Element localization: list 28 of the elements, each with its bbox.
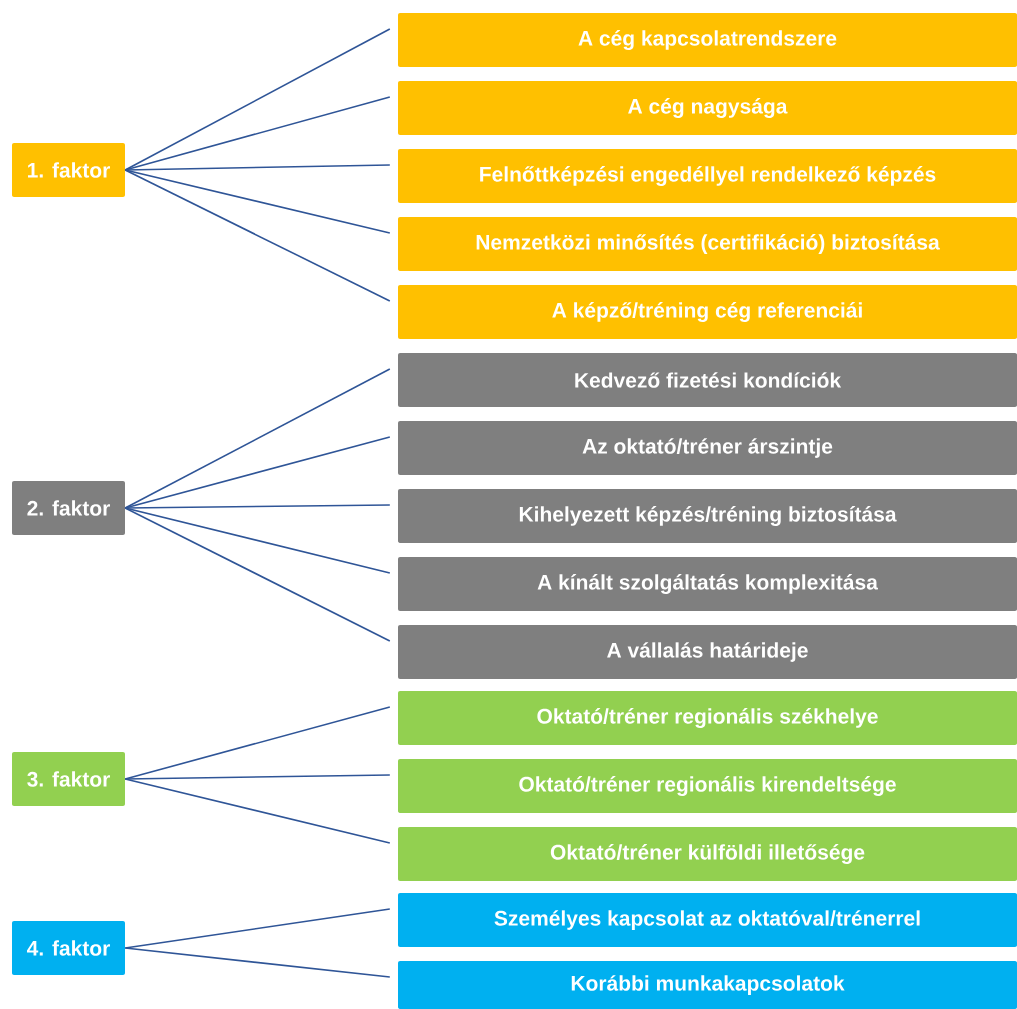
criterion-box: A cég nagysága [398,81,1017,135]
criterion-box: A képző/tréning cég referenciái [398,285,1017,339]
criterion-box: Korábbi munkakapcsolatok [398,961,1017,1009]
connector-line [124,169,391,234]
factor-box: 4. faktor [12,921,125,975]
connector-line [124,778,391,844]
connector-line [124,947,391,978]
criterion-box: Az oktató/tréner árszintje [398,421,1017,475]
criterion-box: Oktató/tréner külföldi illetősége [398,827,1017,881]
connector-line [124,507,391,642]
criterion-box: Oktató/tréner regionális székhelye [398,691,1017,745]
criterion-box: Oktató/tréner regionális kirendeltsége [398,759,1017,813]
connector-line [124,28,391,171]
criterion-box: Személyes kapcsolat az oktatóval/trénerrel [398,893,1017,947]
criterion-box: Kihelyezett képzés/tréning biztosítása [398,489,1017,543]
connector-line [124,507,391,574]
factor-box: 1. faktor [12,143,125,197]
criterion-box: A cég kapcsolatrendszere [398,13,1017,67]
criterion-box: A vállalás határideje [398,625,1017,679]
connector-line [124,774,391,780]
criterion-box: A kínált szolgáltatás komplexitása [398,557,1017,611]
criterion-box: Nemzetközi minősítés (certifikáció) biztosítása [398,217,1017,271]
criterion-box: Kedvező fizetési kondíciók [398,353,1017,407]
connector-line [124,368,391,509]
connector-line [124,169,391,302]
criterion-box: Felnőttképzési engedéllyel rendelkező képzés [398,149,1017,203]
factor-box: 3. faktor [12,752,125,806]
factor-box: 2. faktor [12,481,125,535]
